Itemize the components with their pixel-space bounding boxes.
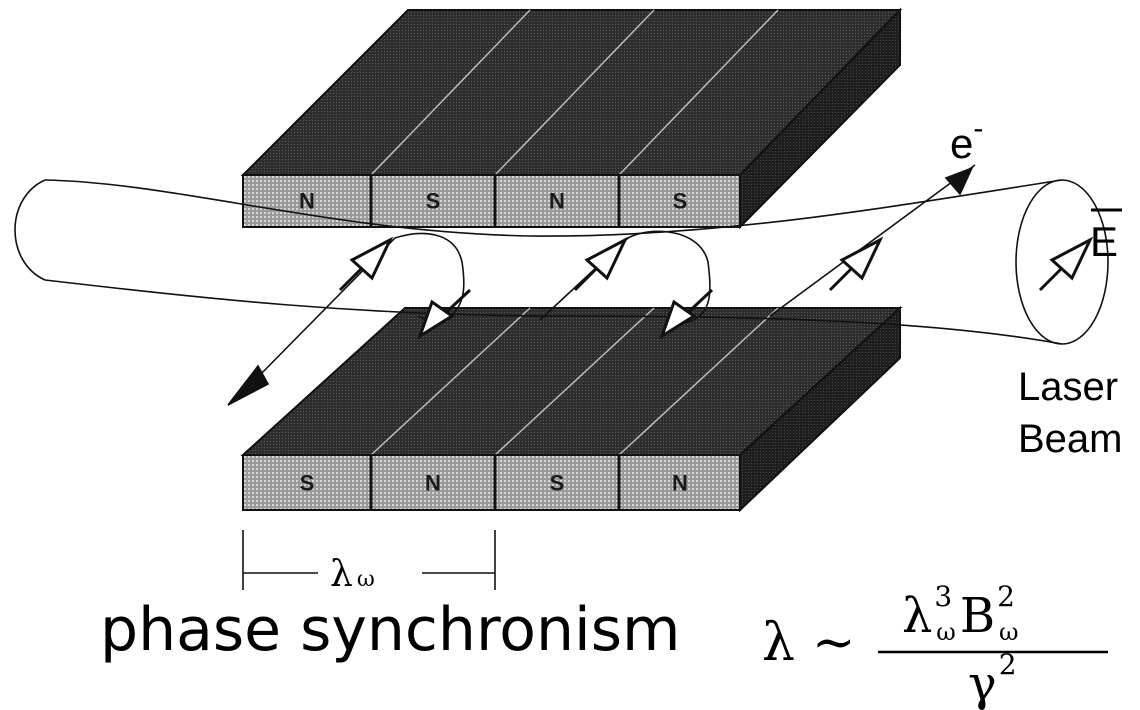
laser-beam [14,179,1109,345]
upper-segment-divider [494,9,655,176]
electron-trajectory [227,164,976,406]
equation-relation: ~ [812,613,856,673]
equation-numerator: λ3 ωB2 ω [902,580,1019,646]
lower-segment-divider [494,307,655,456]
lower-segment-divider [618,307,779,456]
laser-beam-upper-edge [44,179,1063,237]
lower-pole-4: N [672,471,688,496]
upper-magnet-array: N S N S [240,7,903,230]
denominator-gamma: γ [968,656,997,710]
numerator-lambda-sub: ω [936,618,956,646]
laser-beam-left-end [14,179,46,281]
numerator-b: B [960,588,995,644]
lower-pole-3: S [550,471,565,496]
numerator-b-sup: 2 [997,580,1015,613]
electron-label: e- [950,112,983,167]
laser-beam-exit-ellipse [1015,179,1109,345]
field-vector-open-arrow [659,299,697,340]
field-vectors [338,236,1094,340]
field-vector-open-arrow [1049,236,1094,281]
electron-symbol: e [950,120,973,167]
upper-segment-divider [370,9,531,176]
numerator-lambda-sup: 3 [934,580,952,613]
lower-pole-1: S [300,471,315,496]
upper-magnet-front-face [242,174,741,228]
lower-magnet-array: S N S N [240,305,903,513]
upper-pole-3: N [549,189,565,214]
laser-beam-lower-edge [44,279,1063,345]
numerator-lambda: λ [902,588,932,644]
period-dimension [242,530,496,590]
equation-denominator: γ2 [968,648,1017,710]
equation-lhs: λ [762,613,795,673]
period-subscript: ω [357,567,375,592]
laser-label-line-2: Beam [1018,417,1123,461]
lower-segment-divider [370,307,531,456]
lower-pole-2: N [425,471,441,496]
numerator-b-sub: ω [999,618,1019,646]
field-vector-open-arrow [839,236,884,281]
electron-charge: - [973,112,983,145]
electron-wiggle-path [254,164,976,381]
field-label: E [1090,218,1118,265]
caption: phase synchronism [100,595,681,665]
field-vector-open-arrow [417,299,455,340]
upper-segment-divider [618,9,779,176]
upper-pole-1: N [299,189,315,214]
electron-outgoing-arrowhead [944,166,974,196]
upper-pole-2: S [426,189,441,214]
laser-label-line-1: Laser [1018,365,1118,409]
upper-pole-4: S [673,189,688,214]
denominator-gamma-sup: 2 [999,648,1017,681]
field-vector-open-arrow [584,236,629,281]
field-vector-open-arrow [349,236,394,281]
lower-magnet-front-face [242,454,741,511]
electron-incoming-arrowhead [227,364,270,406]
period-symbol: λ [330,554,353,595]
